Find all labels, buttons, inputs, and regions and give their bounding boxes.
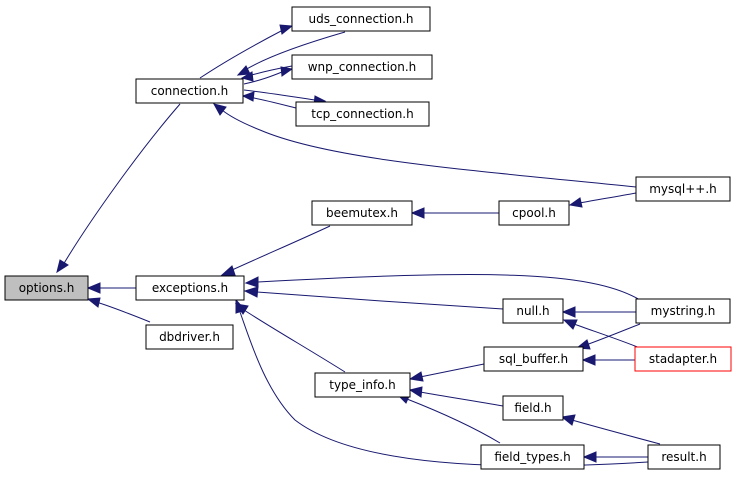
edge-mystring-sqlbuffer	[585, 323, 641, 346]
node-connection[interactable]: connection.h	[135, 78, 244, 104]
node-tcp-connection[interactable]: tcp_connection.h	[295, 101, 430, 127]
edge-mysqlpp-connection	[221, 109, 637, 188]
node-wnp-connection-label: wnp_connection.h	[308, 60, 417, 74]
node-field-types[interactable]: field_types.h	[480, 444, 585, 470]
arrow-null-from-mystring	[561, 306, 576, 318]
node-exceptions-label: exceptions.h	[152, 281, 228, 295]
node-mystring-label: mystring.h	[651, 304, 716, 318]
node-tcp-connection-label: tcp_connection.h	[311, 107, 413, 121]
node-connection-label: connection.h	[151, 84, 229, 98]
arrow-exceptions-from-beemutex	[220, 265, 236, 276]
edge-typeinfo-exceptions	[243, 309, 346, 373]
node-uds-connection-label: uds_connection.h	[308, 12, 413, 26]
node-null-label: null.h	[516, 304, 549, 318]
arrow-connection-from-tcp	[241, 91, 255, 102]
node-field[interactable]: field.h	[502, 395, 564, 421]
arrow-connection-from-wnp	[240, 71, 254, 82]
arrow-null-from-stadapter	[562, 319, 578, 330]
node-mysqlpp-label: mysql++.h	[649, 182, 717, 196]
edge-connection-options	[62, 103, 181, 266]
edge-uds-connection	[244, 31, 346, 71]
edge-result-exceptions	[239, 311, 649, 467]
node-cpool[interactable]: cpool.h	[498, 200, 570, 226]
edge-connection-uds	[199, 29, 284, 79]
node-mystring[interactable]: mystring.h	[635, 298, 731, 324]
edge-null-exceptions	[256, 291, 504, 310]
arrow-field-from-result	[560, 414, 576, 426]
node-options[interactable]: options.h	[4, 275, 89, 301]
edge-mystring-exceptions	[257, 274, 641, 301]
arrow-cpool-from-mysqlpp	[568, 197, 583, 208]
edge-mysqlpp-cpool	[579, 192, 637, 204]
node-beemutex-label: beemutex.h	[326, 206, 398, 220]
nodes: options.h connection.h exceptions.h dbdr…	[4, 6, 732, 470]
node-type-info-label: type_info.h	[329, 378, 396, 392]
edges	[62, 29, 661, 467]
edge-beemutex-exceptions	[231, 225, 331, 271]
edge-field-typeinfo	[419, 391, 504, 407]
arrow-exceptions-from-null	[243, 286, 259, 298]
node-dbdriver-label: dbdriver.h	[159, 330, 220, 344]
edge-connection-tcp	[243, 89, 316, 101]
arrow-beemutex-from-cpool	[410, 207, 425, 219]
node-result[interactable]: result.h	[647, 444, 721, 470]
arrow-fieldtypes-from-result	[582, 451, 597, 463]
arrow-options-from-dbdriver	[86, 297, 101, 308]
node-wnp-connection[interactable]: wnp_connection.h	[291, 54, 433, 80]
node-null[interactable]: null.h	[502, 298, 564, 324]
node-field-label: field.h	[514, 401, 551, 415]
node-dbdriver[interactable]: dbdriver.h	[145, 324, 234, 350]
node-beemutex[interactable]: beemutex.h	[311, 200, 413, 226]
arrow-connection-from-mysqlpp	[213, 103, 227, 116]
arrow-connection-from-uds	[236, 65, 251, 76]
node-sql-buffer[interactable]: sql_buffer.h	[483, 346, 584, 372]
edge-connection-wnp	[243, 71, 283, 85]
node-uds-connection[interactable]: uds_connection.h	[291, 6, 431, 32]
edge-sqlbuffer-typeinfo	[419, 363, 485, 378]
arrow-exceptions-from-mystring	[244, 276, 259, 288]
edge-tcp-connection	[248, 96, 297, 109]
node-options-label: options.h	[19, 281, 75, 295]
arrow-options-from-connection	[56, 259, 69, 274]
node-stadapter[interactable]: stadapter.h	[634, 346, 732, 372]
edge-result-field	[571, 419, 661, 445]
node-type-info[interactable]: type_info.h	[314, 372, 411, 398]
edge-fieldtypes-typeinfo	[406, 398, 501, 444]
arrow-sqlbuffer-from-stadapter	[581, 354, 596, 366]
edge-dbdriver-options	[95, 301, 151, 323]
edge-stadapter-null	[573, 323, 641, 349]
node-cpool-label: cpool.h	[512, 206, 556, 220]
node-exceptions[interactable]: exceptions.h	[135, 275, 245, 301]
arrow-wnp-from-connection	[280, 66, 294, 77]
arrow-typeinfo-from-field	[408, 386, 423, 398]
arrow-exceptions-from-result	[235, 298, 246, 314]
node-sql-buffer-label: sql_buffer.h	[499, 352, 568, 366]
node-result-label: result.h	[661, 450, 706, 464]
arrow-uds-from-connection	[279, 24, 294, 35]
arrow-typeinfo-from-sqlbuffer	[408, 371, 424, 382]
node-field-types-label: field_types.h	[494, 450, 570, 464]
arrow-options-from-exceptions	[86, 282, 101, 294]
node-stadapter-label: stadapter.h	[649, 352, 717, 366]
node-mysqlpp[interactable]: mysql++.h	[635, 176, 731, 202]
